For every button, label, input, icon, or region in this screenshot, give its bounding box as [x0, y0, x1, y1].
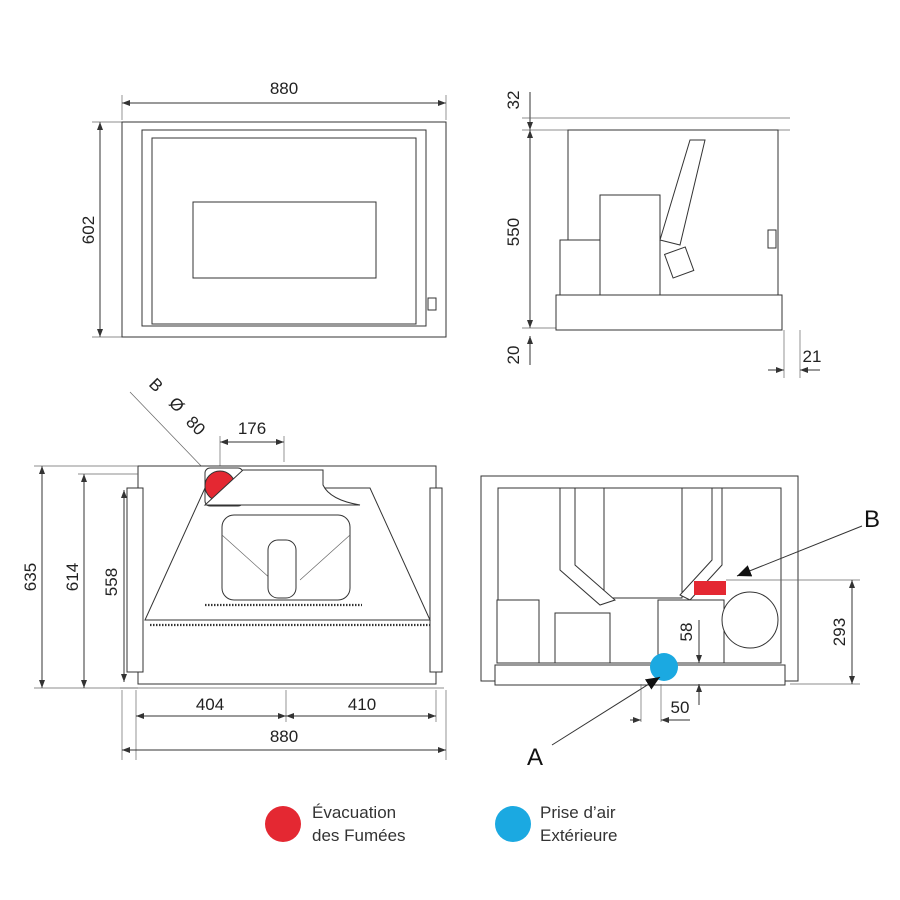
- svg-text:des Fumées: des Fumées: [312, 826, 406, 845]
- rear-right-dim: 410: [348, 695, 376, 714]
- rear-width-dim: 880: [270, 727, 298, 746]
- red-dot-icon: [265, 806, 301, 842]
- fire-window: [192, 201, 377, 279]
- svg-text:Prise d’air: Prise d’air: [540, 803, 616, 822]
- rear-614-dim: 614: [63, 563, 82, 591]
- legend-item-air-intake: Prise d’air Extérieure: [495, 803, 617, 845]
- front-height-dim: 602: [79, 216, 98, 244]
- legend-item-flue: Évacuation des Fumées: [265, 803, 406, 845]
- label-b: B: [864, 506, 880, 533]
- rear-view: B Ø 80 176 635 614 558 404 410 880: [21, 374, 447, 760]
- height-b-dim: 293: [830, 618, 849, 646]
- rear-total-height-dim: 635: [21, 563, 40, 591]
- side-bottom-dim: 20: [504, 346, 523, 365]
- svg-text:Extérieure: Extérieure: [540, 826, 617, 845]
- rear-558-dim: 558: [102, 568, 121, 596]
- side-view: 32 550 20 21: [504, 91, 821, 378]
- side-height-dim: 550: [504, 218, 523, 246]
- flue-outlet-marker-bottom: [694, 581, 726, 595]
- rear-left-dim: 404: [196, 695, 224, 714]
- side-top-dim: 32: [504, 91, 523, 110]
- front-view: 880 602: [79, 79, 447, 338]
- front-width-dim: 880: [270, 79, 298, 98]
- air-intake-marker: [650, 653, 678, 681]
- legend: Évacuation des Fumées Prise d’air Extéri…: [265, 803, 617, 845]
- flue-label-b: B: [145, 374, 166, 395]
- blue-dot-icon: [495, 806, 531, 842]
- svg-text:Évacuation: Évacuation: [312, 803, 396, 822]
- flue-offset-dim: 176: [238, 419, 266, 438]
- label-a: A: [527, 744, 543, 771]
- height-a-dim: 58: [677, 623, 696, 642]
- offset-a-dim: 50: [671, 698, 690, 717]
- diameter-symbol: Ø: [165, 393, 188, 416]
- bottom-view: B A 293 58 50: [480, 475, 880, 771]
- flue-diameter-dim: 80: [182, 412, 209, 439]
- side-depth-dim: 21: [803, 347, 822, 366]
